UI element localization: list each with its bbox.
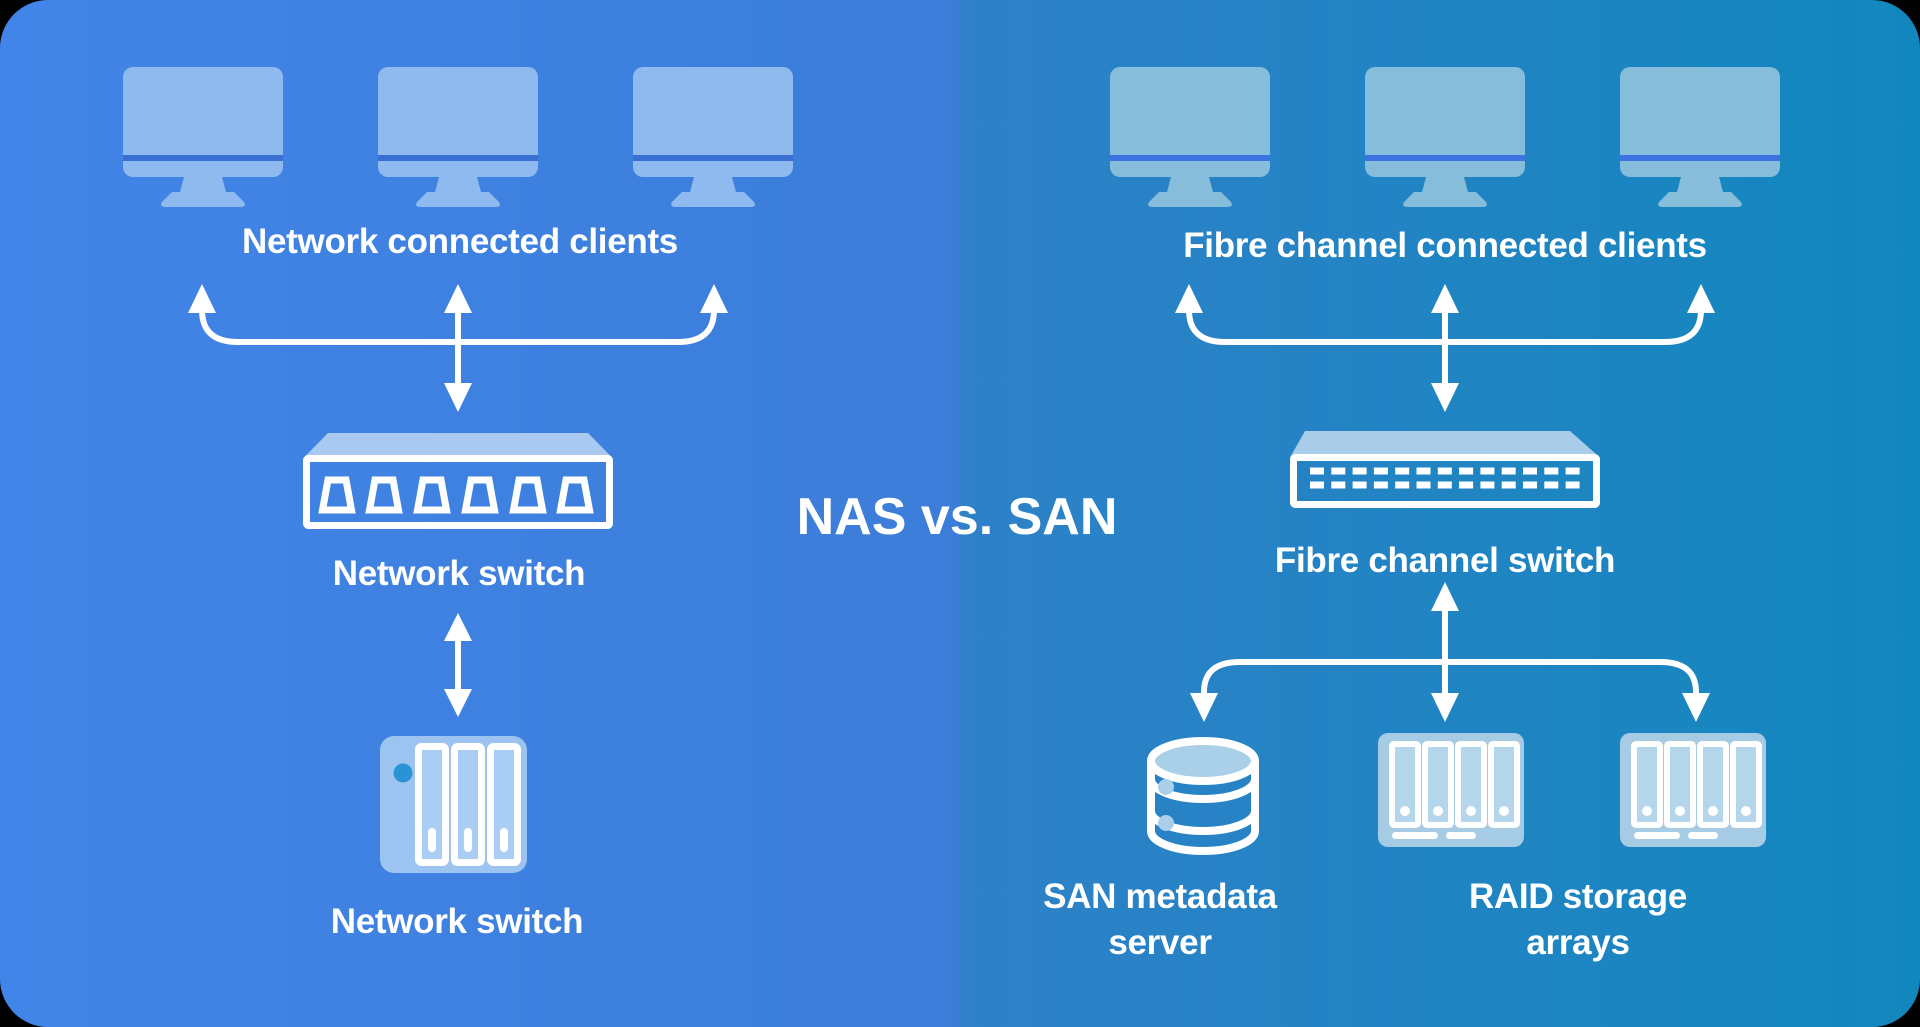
client-monitor-icon [1365,67,1525,207]
san-clients-label: Fibre channel connected clients [1183,226,1707,265]
raid-array-icon [1378,733,1524,847]
client-monitor-icon [1620,67,1780,207]
network-switch-icon [303,430,613,533]
combiner-arrow [1173,282,1717,414]
nas-device-icon [380,736,527,873]
client-monitor-icon [123,67,283,207]
page-title: NAS vs. SAN [796,488,1118,546]
san-metadata-server-label: SAN metadata server [1043,877,1277,962]
client-monitor-icon [1110,67,1270,207]
client-monitor-icon [378,67,538,207]
database-icon [1145,735,1261,857]
double-arrow [440,611,476,719]
nas-switch-label: Network switch [332,554,586,593]
splitter-arrow [1190,580,1710,724]
nas-clients-label: Network connected clients [242,222,678,261]
fibre-channel-switch-icon [1290,430,1600,508]
raid-storage-arrays-label: RAID storage arrays [1468,877,1688,962]
client-monitor-icon [633,67,793,207]
san-switch-label: Fibre channel switch [1274,541,1616,580]
nas-device-label: Network switch [330,902,584,941]
combiner-arrow [186,282,730,414]
raid-array-icon [1620,733,1766,847]
